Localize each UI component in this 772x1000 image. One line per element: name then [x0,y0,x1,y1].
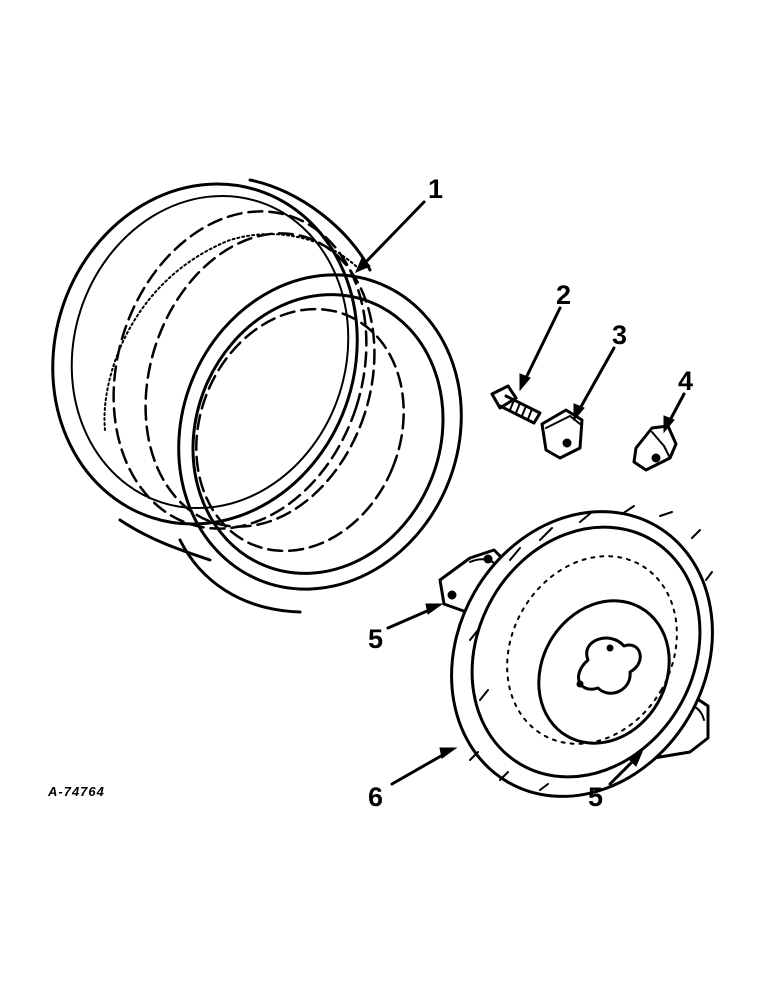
wheel-rim [51,178,463,614]
wheel-disc [450,505,714,798]
callout-5-right: 5 [588,782,603,812]
callout-2: 2 [556,280,571,310]
figure-code: A-74764 [47,784,105,799]
clamp-3 [540,408,584,460]
callout-5-left: 5 [368,624,383,654]
leader-lines [355,200,686,786]
bolt [490,384,542,425]
callout-3: 3 [612,320,627,350]
callout-6: 6 [368,782,383,812]
callout-1: 1 [428,174,443,204]
callout-labels: 1 2 3 4 5 5 6 [368,174,693,812]
callout-4: 4 [678,366,693,396]
clamp-4 [632,424,678,472]
